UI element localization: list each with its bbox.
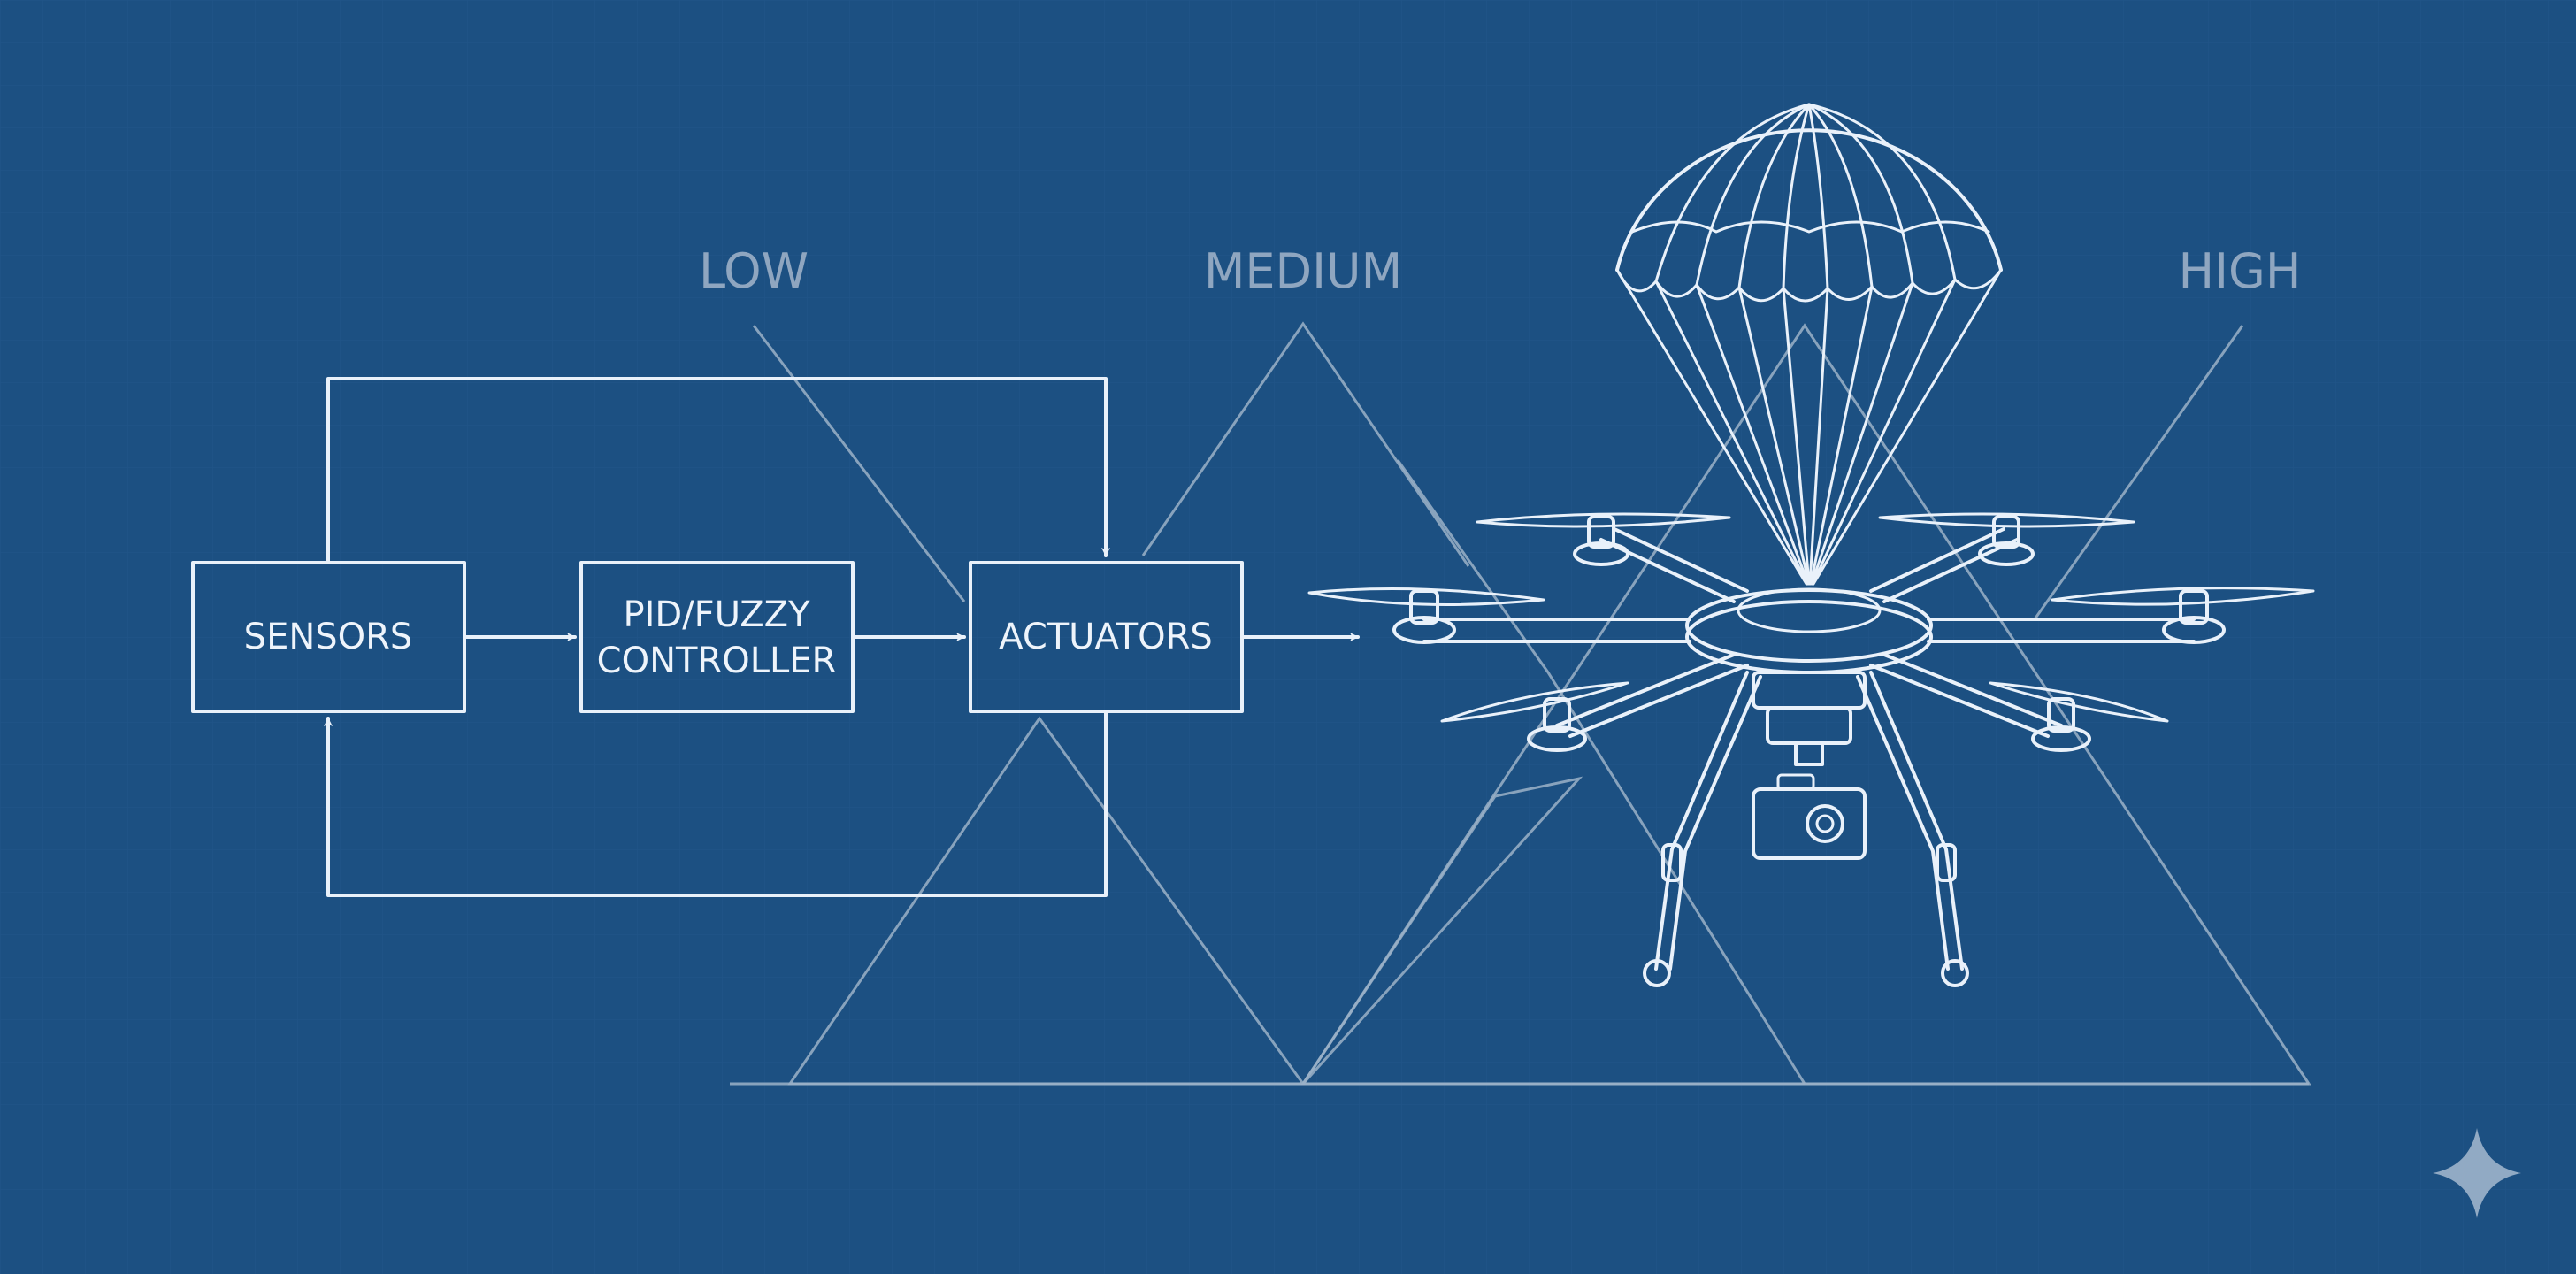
rotor-top-right <box>1878 512 2135 566</box>
controller-label-line2: CONTROLLER <box>597 641 837 681</box>
membership-medium <box>1141 321 1470 567</box>
label-high: HIGH <box>2179 243 2302 299</box>
rotor-left <box>1307 587 1545 644</box>
feedforward-loop-top <box>326 377 1110 564</box>
rotor-right <box>2051 587 2315 644</box>
membership-low <box>752 325 966 602</box>
actuators-label: ACTUATORS <box>999 617 1213 657</box>
rotor-bottom-left <box>1440 681 1629 752</box>
membership-functions: LOW MEDIUM HIGH <box>699 243 2312 1086</box>
block-diagram: SENSORS PID/FUZZY CONTROLLER ACTUATORS <box>191 377 1360 897</box>
sparkle-icon <box>2433 1128 2521 1218</box>
label-medium: MEDIUM <box>1204 243 1402 299</box>
feedback-loop-bottom <box>324 710 1108 897</box>
sensors-label: SENSORS <box>244 617 413 657</box>
hexacopter-drone-icon <box>1307 103 2315 987</box>
parachute-icon <box>1615 103 2003 586</box>
rotor-top-left <box>1476 512 1731 566</box>
label-low: LOW <box>699 243 809 299</box>
camera-icon <box>1752 773 1867 860</box>
membership-low-triangle <box>787 716 1306 1086</box>
rotor-bottom-right <box>1989 681 2169 752</box>
controller-label-line1: PID/FUZZY <box>623 595 810 635</box>
membership-medium-right <box>1396 459 1806 1085</box>
membership-high <box>2033 325 2244 620</box>
membership-high-triangle <box>1300 323 2312 1086</box>
